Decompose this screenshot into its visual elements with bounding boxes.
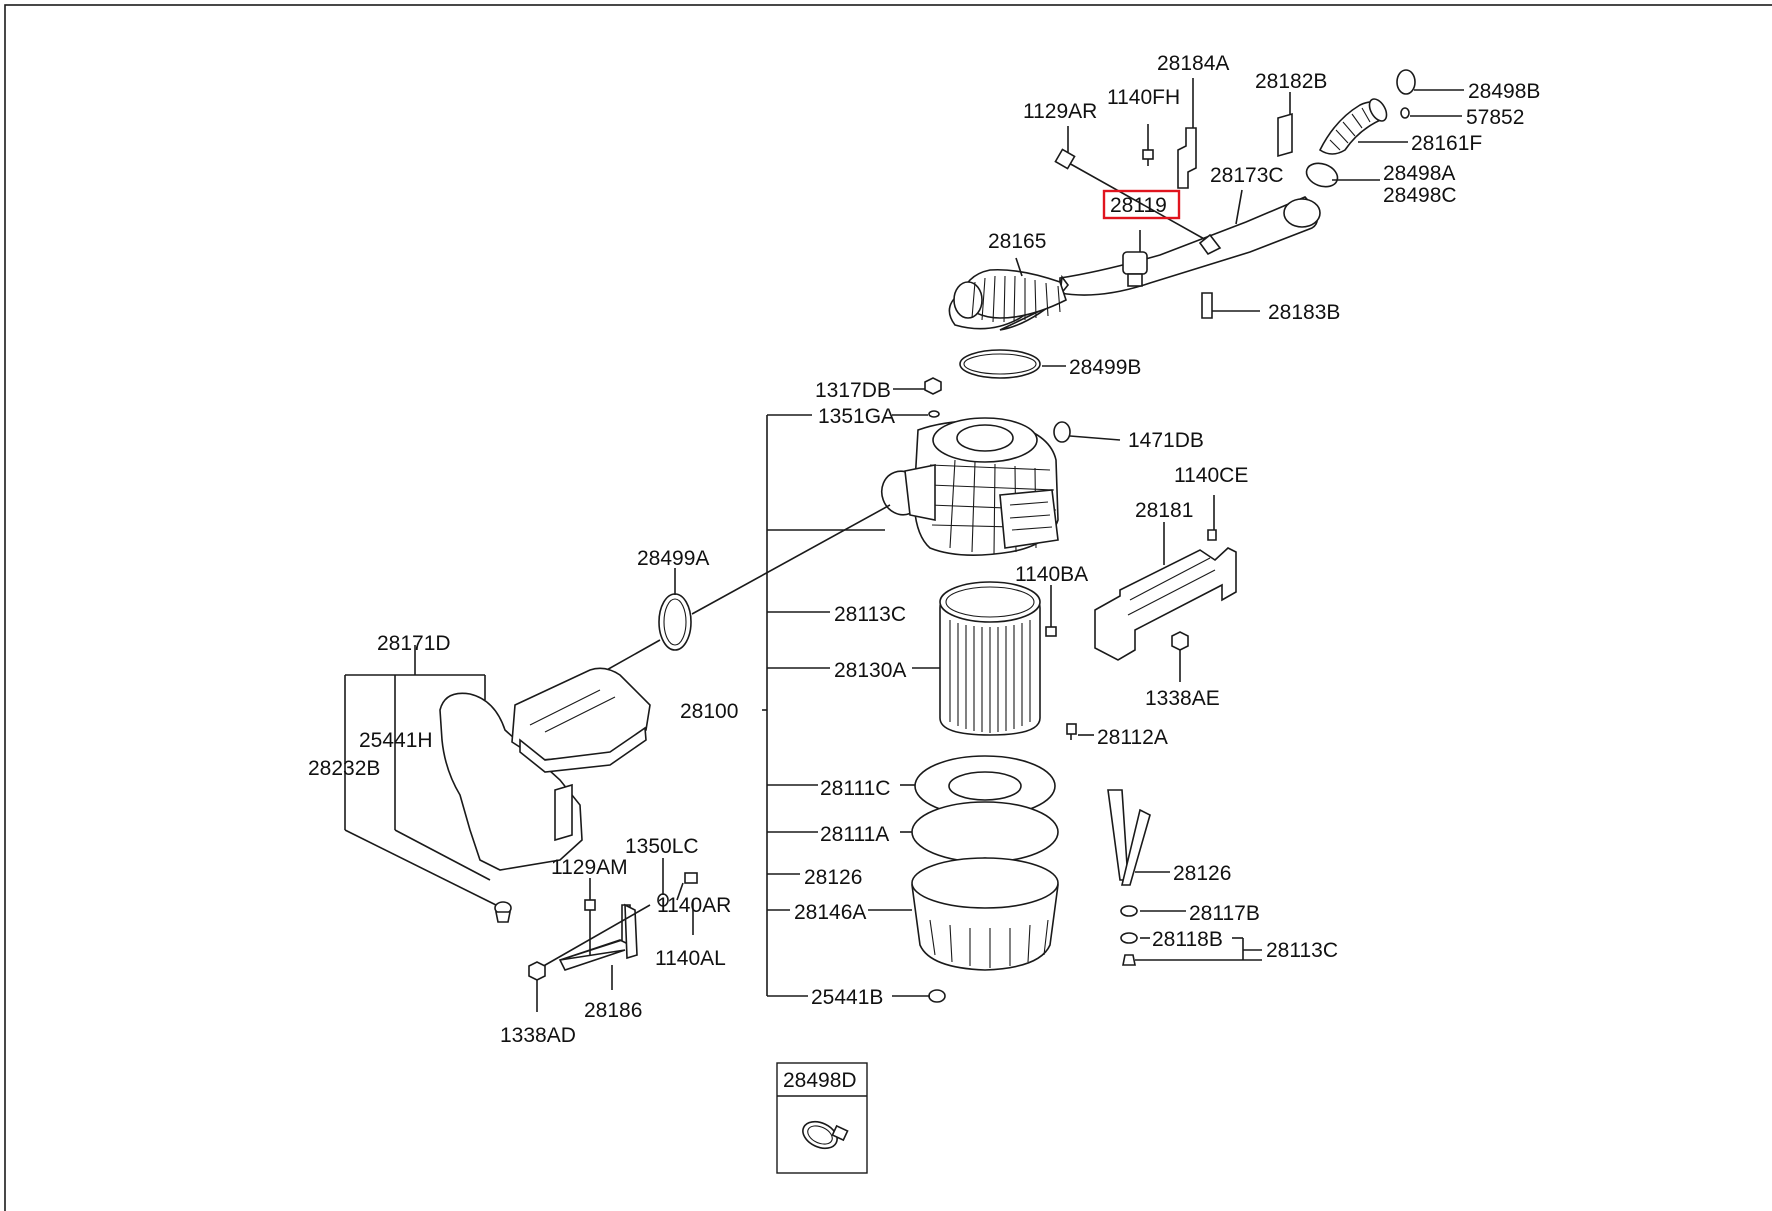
label-28499B[interactable]: 28499B	[1069, 356, 1141, 379]
label-28181[interactable]: 28181	[1135, 499, 1193, 522]
label-25441H[interactable]: 25441H	[359, 729, 433, 752]
label-28165[interactable]: 28165	[988, 230, 1046, 253]
inlet-assembly	[344, 504, 891, 981]
label-28232B[interactable]: 28232B	[308, 757, 380, 780]
label-1140BA[interactable]: 1140BA	[1015, 563, 1088, 586]
label-25441B[interactable]: 25441B	[811, 986, 883, 1009]
label-28182B[interactable]: 28182B	[1255, 70, 1327, 93]
selected-part-highlight	[1102, 189, 1181, 220]
label-28130A[interactable]: 28130A	[834, 659, 906, 682]
label-28112A[interactable]: 28112A	[1097, 726, 1168, 749]
label-1317DB[interactable]: 1317DB	[815, 379, 891, 402]
label-28113C-right[interactable]: 28113C	[1266, 939, 1338, 962]
inset-28498D: 28498D	[776, 1062, 868, 1174]
diagram-frame	[4, 4, 1772, 1211]
label-28499A[interactable]: 28499A	[637, 547, 709, 570]
label-28126-left[interactable]: 28126	[804, 866, 862, 889]
air-cleaner-housing	[880, 377, 1237, 1003]
leader-lines	[344, 78, 1464, 1012]
label-28498D[interactable]: 28498D	[783, 1069, 857, 1092]
label-28146A[interactable]: 28146A	[794, 901, 866, 924]
label-1140AR-low[interactable]: 1140AR	[657, 894, 731, 917]
label-28126-right[interactable]: 28126	[1173, 862, 1231, 885]
label-1338AE[interactable]: 1338AE	[1145, 687, 1220, 710]
part-labels: 28184A 1140FH 1129AR 28182B 28498B 57852…	[308, 52, 1540, 1047]
label-28171D[interactable]: 28171D	[377, 632, 451, 655]
label-28118B[interactable]: 28118B	[1152, 928, 1223, 951]
label-1129AR-top[interactable]: 1129AR	[1023, 100, 1097, 123]
label-28184A[interactable]: 28184A	[1157, 52, 1229, 75]
label-1140CE[interactable]: 1140CE	[1174, 464, 1248, 487]
label-28113C-left[interactable]: 28113C	[834, 603, 906, 626]
label-28100[interactable]: 28100	[680, 700, 738, 723]
label-57852[interactable]: 57852	[1466, 106, 1524, 129]
label-1338AD[interactable]: 1338AD	[500, 1024, 576, 1047]
label-28111C[interactable]: 28111C	[820, 777, 890, 800]
label-28173C[interactable]: 28173C	[1210, 164, 1284, 187]
label-1129AM[interactable]: 1129AM	[551, 856, 628, 879]
label-28498C[interactable]: 28498C	[1383, 184, 1457, 207]
label-1140AL[interactable]: 1140AL	[655, 947, 726, 970]
label-1140FH[interactable]: 1140FH	[1107, 86, 1180, 109]
label-28186[interactable]: 28186	[584, 999, 642, 1022]
intake-duct-assembly	[948, 69, 1416, 379]
label-28183B[interactable]: 28183B	[1268, 301, 1340, 324]
label-1471DB[interactable]: 1471DB	[1128, 429, 1204, 452]
label-28117B[interactable]: 28117B	[1189, 902, 1260, 925]
label-28161F[interactable]: 28161F	[1411, 132, 1482, 155]
label-28498A[interactable]: 28498A	[1383, 162, 1455, 185]
label-28111A[interactable]: 28111A	[820, 823, 889, 846]
label-1351GA[interactable]: 1351GA	[818, 405, 895, 428]
label-28498B[interactable]: 28498B	[1468, 80, 1540, 103]
label-28119[interactable]: 28119	[1110, 194, 1167, 217]
label-1350LC[interactable]: 1350LC	[625, 835, 699, 858]
